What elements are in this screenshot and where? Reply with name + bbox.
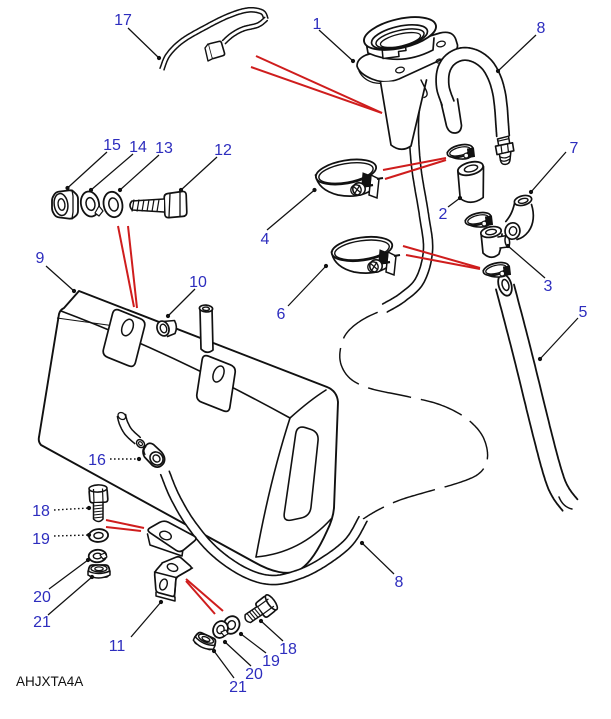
svg-text:12: 12 xyxy=(214,142,232,159)
svg-text:4: 4 xyxy=(261,231,270,248)
svg-text:14: 14 xyxy=(129,139,147,156)
svg-text:15: 15 xyxy=(103,137,121,154)
svg-text:3: 3 xyxy=(544,278,553,295)
svg-text:5: 5 xyxy=(579,304,588,321)
svg-text:19: 19 xyxy=(32,531,50,548)
svg-text:7: 7 xyxy=(570,140,579,157)
svg-text:16: 16 xyxy=(88,452,106,469)
svg-text:13: 13 xyxy=(155,140,173,157)
svg-text:17: 17 xyxy=(114,12,132,29)
svg-text:2: 2 xyxy=(439,206,448,223)
svg-text:9: 9 xyxy=(36,250,45,267)
svg-text:8: 8 xyxy=(537,20,546,37)
svg-text:10: 10 xyxy=(189,274,207,291)
svg-text:8: 8 xyxy=(395,574,404,591)
svg-text:19: 19 xyxy=(262,653,280,670)
svg-text:6: 6 xyxy=(277,306,286,323)
svg-text:18: 18 xyxy=(32,503,50,520)
svg-text:21: 21 xyxy=(33,614,51,631)
svg-text:18: 18 xyxy=(279,641,297,658)
svg-text:21: 21 xyxy=(229,679,247,696)
svg-text:1: 1 xyxy=(313,16,322,33)
svg-text:20: 20 xyxy=(245,666,263,683)
svg-text:20: 20 xyxy=(33,589,51,606)
svg-text:11: 11 xyxy=(109,638,126,655)
svg-text:AHJXTA4A: AHJXTA4A xyxy=(16,674,83,689)
